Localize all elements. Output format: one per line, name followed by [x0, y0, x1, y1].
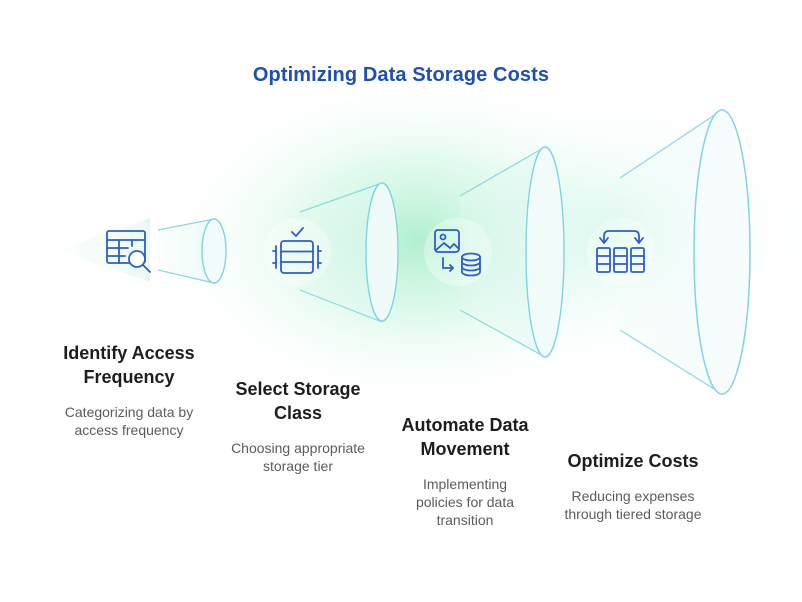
step-title: Optimize Costs — [548, 449, 718, 473]
funnel-tail — [58, 218, 150, 282]
funnel-segment-3 — [459, 146, 565, 358]
step-description: Implementing policies for data transitio… — [415, 476, 515, 528]
step-description: Choosing appropriate storage tier — [231, 440, 365, 474]
step-title-line: Automate Data — [401, 415, 529, 435]
table-search-icon — [106, 230, 151, 273]
step-title-line: Optimize Costs — [567, 451, 699, 471]
step-description: Categorizing data by access frequency — [64, 404, 194, 438]
diagram-title: Optimizing Data Storage Costs — [252, 64, 550, 86]
step-title-line: Frequency — [83, 367, 175, 387]
storage-stack-check-icon — [272, 227, 322, 274]
image-to-database-icon — [434, 229, 481, 277]
step-select-storage-class: Select Storage Class Choosing appropriat… — [216, 377, 380, 475]
step-optimize-costs: Optimize Costs Reducing expenses through… — [548, 449, 718, 523]
funnel-segment-2 — [299, 182, 399, 323]
step-title: Identify Access Frequency — [44, 341, 214, 389]
step-title: Select Storage Class — [216, 377, 380, 425]
step-title-line: Identify Access — [63, 343, 195, 363]
step-title-line: Class — [273, 403, 323, 423]
step-title-line: Select Storage — [235, 379, 361, 399]
step-description: Reducing expenses through tiered storage — [564, 488, 702, 522]
funnel-segment-1 — [157, 218, 227, 284]
step-title: Automate Data Movement — [380, 413, 550, 461]
funnel-segment-4 — [619, 109, 751, 395]
step-title-line: Movement — [420, 439, 510, 459]
step-identify-access-frequency: Identify Access Frequency Categorizing d… — [44, 341, 214, 439]
step-automate-data-movement: Automate Data Movement Implementing poli… — [380, 413, 550, 529]
icon-bg-1 — [93, 216, 161, 284]
tiered-grid-sync-icon — [596, 230, 645, 273]
